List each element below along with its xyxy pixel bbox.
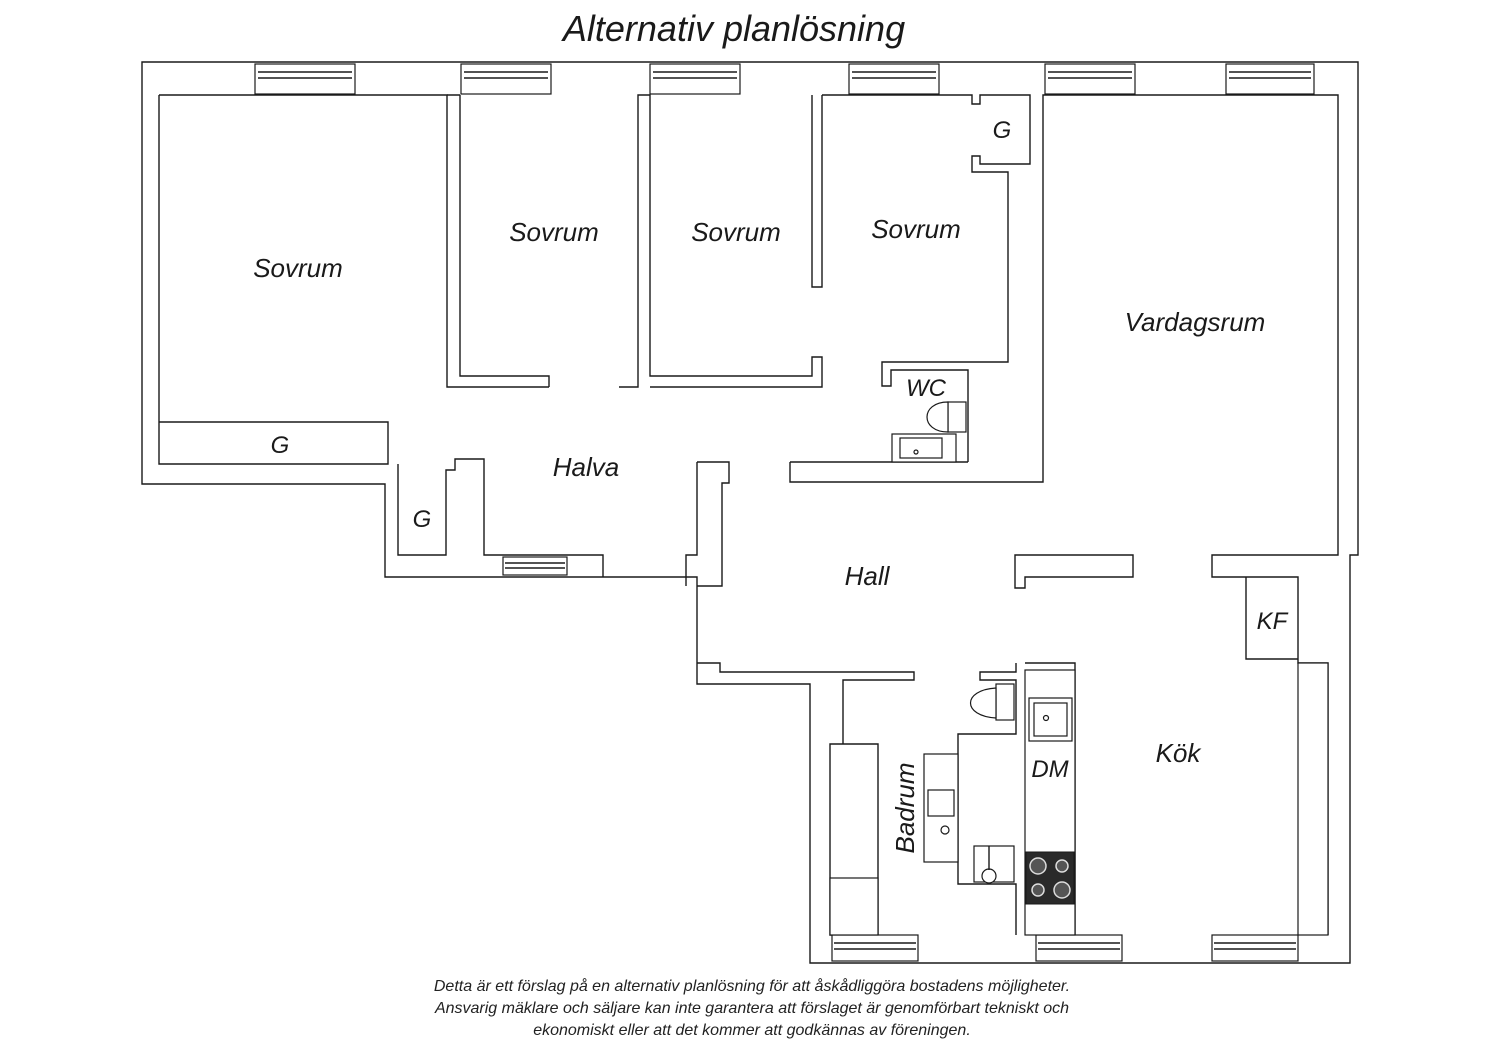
room-label-wc: WC <box>906 375 947 402</box>
outer-wall-outline <box>141 61 1359 964</box>
shower-icon <box>973 845 1015 884</box>
stove-icon <box>1025 851 1075 905</box>
fixture-label-garderob-2: G <box>413 506 432 533</box>
bathroom-sink-icon <box>923 753 959 863</box>
room-label-hall: Hall <box>845 561 891 591</box>
kitchen-sink-icon <box>1028 697 1073 742</box>
fixture-label-garderob-3: G <box>993 117 1012 144</box>
room-label-badrum: Badrum <box>890 762 920 853</box>
fixture-label-kf: KF <box>1257 608 1289 635</box>
disclaimer-line-1: Detta är ett förslag på en alternativ pl… <box>433 978 1071 995</box>
room-label-sovrum-4: Sovrum <box>871 214 961 244</box>
inner-wall-outline <box>159 94 823 388</box>
corridor-walls <box>397 458 730 587</box>
fixture-label-dm: DM <box>1031 756 1068 783</box>
disclaimer-line-2: Ansvarig mäklare och säljare kan inte ga… <box>434 1000 1070 1017</box>
disclaimer: Detta är ett förslag på en alternativ pl… <box>300 976 1204 1042</box>
kitchen-right-counter <box>1297 662 1329 936</box>
room-label-kok: Kök <box>1156 738 1203 768</box>
room-label-sovrum-2: Sovrum <box>509 217 599 247</box>
room-label-sovrum-3: Sovrum <box>691 217 781 247</box>
windows-bottom <box>502 556 1299 962</box>
fixture-label-garderob-1: G <box>271 432 290 459</box>
room-label-halva: Halva <box>553 452 619 482</box>
tp-box <box>829 877 879 936</box>
windows-top <box>254 63 1315 95</box>
room-label-sovrum-1: Sovrum <box>253 253 343 283</box>
plan-title: Alternativ planlösning <box>562 8 906 49</box>
bedroom-4-walls <box>811 94 1031 462</box>
disclaimer-line-3: ekonomiskt eller att det kommer att godk… <box>533 1022 971 1039</box>
bathroom-walls <box>697 577 1298 936</box>
bathroom-toilet-icon <box>969 683 1015 721</box>
room-label-vardagsrum: Vardagsrum <box>1125 307 1266 337</box>
wc-toilet-icon <box>926 401 967 433</box>
wc-sink-icon <box>891 433 957 463</box>
bedroom-1-walls <box>158 94 460 465</box>
